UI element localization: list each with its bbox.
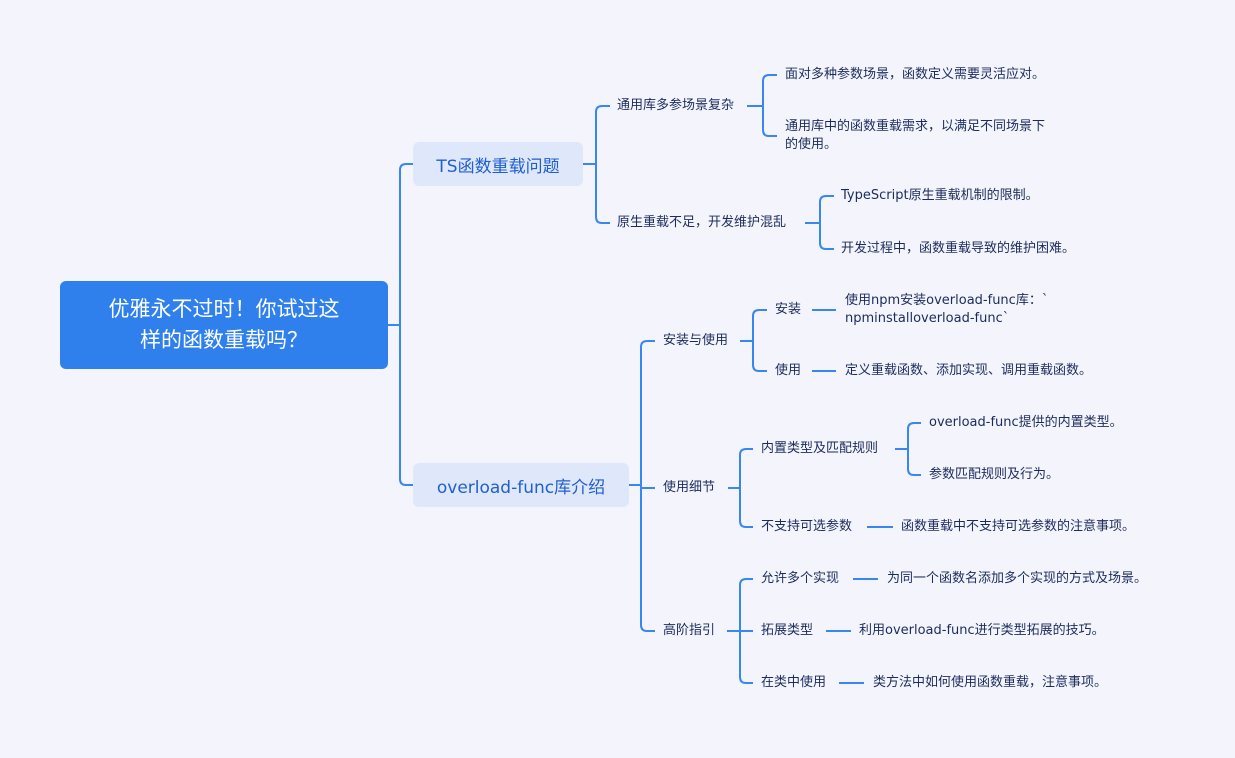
root-line-2: 样的函数重载吗？ [140,328,308,352]
topic-use[interactable]: 使用 [775,363,802,378]
leaf-multi-impl[interactable]: 为同一个函数名添加多个实现的方式及场景。 [887,571,1148,586]
leaf-generic-lib-need-cont[interactable]: 的使用。 [785,137,838,152]
topic-native-overload[interactable]: 原生重载不足，开发维护混乱 [617,215,787,230]
topic-usage-details[interactable]: 使用细节 [663,480,716,495]
topic-ts-overload-problem[interactable]: TS函数重载问题 [413,142,583,186]
topic-multi-impl[interactable]: 允许多个实现 [761,571,840,586]
leaf-match-rules[interactable]: 参数匹配规则及行为。 [929,467,1060,482]
leaf-install-1[interactable]: 使用npm安装overload-func库：` [845,293,1049,308]
leaf-builtin-types[interactable]: overload-func提供的内置类型。 [929,415,1123,430]
leaf-use[interactable]: 定义重载函数、添加实现、调用重载函数。 [845,363,1093,378]
connector [640,340,655,632]
connector [595,105,610,224]
leaf-in-class[interactable]: 类方法中如何使用函数重载，注意事项。 [873,675,1108,690]
leaf-generic-lib-need[interactable]: 通用库中的函数重载需求，以满足不同场景下 [785,119,1046,134]
leaf-multi-params[interactable]: 面对多种参数场景，函数定义需要灵活应对。 [785,67,1046,82]
topic-install-use[interactable]: 安装与使用 [663,333,729,348]
connector [739,448,753,528]
leaf-extend-types[interactable]: 利用overload-func进行类型拓展的技巧。 [859,623,1105,638]
topic-overload-func-intro[interactable]: overload-func库介绍 [413,463,629,507]
topic-in-class[interactable]: 在类中使用 [761,675,827,690]
topic-no-optional[interactable]: 不支持可选参数 [761,519,853,534]
topic-install[interactable]: 安装 [775,302,802,317]
root-line-1: 优雅永不过时！你试过这 [108,297,340,321]
topic-extend-types[interactable]: 拓展类型 [761,623,814,638]
topic-advanced[interactable]: 高阶指引 [663,623,716,638]
connector [399,163,413,486]
connector [762,74,777,137]
leaf-install-2[interactable]: npminstalloverload-func` [845,311,1010,326]
connector [819,195,834,250]
topic-builtin-types[interactable]: 内置类型及匹配规则 [761,441,879,456]
leaf-no-optional[interactable]: 函数重载中不支持可选参数的注意事项。 [901,519,1136,534]
root-topic[interactable]: 优雅永不过时！你试过这 样的函数重载吗？ [60,281,388,369]
connector [907,422,921,476]
leaf-ts-limits[interactable]: TypeScript原生重载机制的限制。 [841,188,1039,203]
leaf-maintenance[interactable]: 开发过程中，函数重载导致的维护困难。 [841,241,1076,256]
connector [752,309,767,372]
topic-generic-lib[interactable]: 通用库多参场景复杂 [617,98,735,113]
